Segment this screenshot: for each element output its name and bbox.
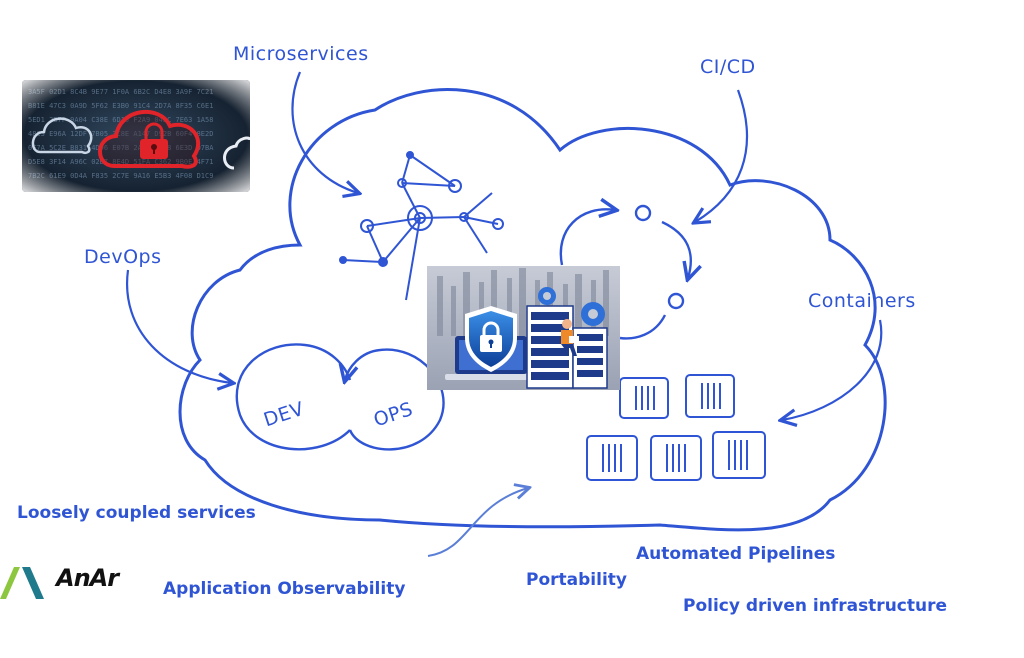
anar-logo-icon [0,567,44,599]
cloud-security-illustration [427,266,620,390]
person-icon [561,319,579,356]
pipeline-arrow [427,488,528,557]
server-rack-icon [526,305,608,389]
automated-pipelines-caption: Automated Pipelines [636,544,836,564]
microservices-arrow [291,71,358,193]
containers-label: Containers [808,290,916,312]
microservices-label: Microservices [233,43,369,65]
cloud-outline [178,88,887,532]
cicd-arrow [695,89,748,222]
cicd-loop-icon [559,206,691,340]
containers-arrow [782,319,883,420]
microservices-network-icon [339,151,504,301]
devops-label: DevOps [84,246,161,268]
gear-icon [538,287,605,326]
policy-caption: Policy driven infrastructure [683,596,948,616]
containers-icon [586,374,766,481]
observability-caption: Application Observability [163,579,406,599]
cloud-lock-photo: 3A5F 02D1 8C4B 9E77 1F0A 6B2C D4E8 3A9F … [22,80,250,192]
brand-name: AnAr [56,564,119,592]
security-shield-icon [465,306,517,372]
portability-caption: Portability [526,570,627,590]
loosely-coupled-caption: Loosely coupled services [17,503,256,523]
ops-label: OPS [371,398,416,431]
devops-arrow [125,269,232,383]
dev-label: DEV [261,398,307,432]
cicd-label: CI/CD [700,56,756,78]
devops-loop-icon [235,343,445,451]
